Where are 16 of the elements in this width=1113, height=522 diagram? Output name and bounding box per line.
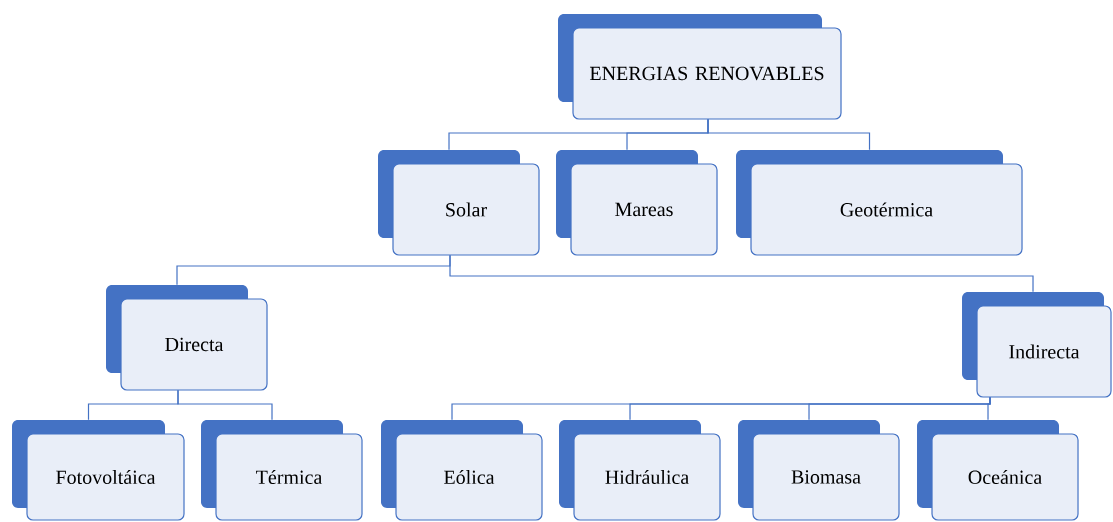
connector — [987, 396, 991, 421]
process-box: Eólica — [381, 420, 543, 521]
process-box: Biomasa — [738, 420, 900, 521]
connector — [177, 389, 273, 421]
process-box: Hidráulica — [559, 420, 721, 521]
process-box: Mareas — [556, 150, 718, 256]
process-box: Fotovoltáica — [12, 420, 185, 521]
connector — [707, 118, 871, 151]
process-box: Solar — [378, 150, 540, 256]
process-box: Directa — [106, 285, 268, 391]
process-box: ENERGIAS RENOVABLES — [558, 14, 842, 120]
process-box: Térmica — [201, 420, 363, 521]
process-box: Indirecta — [962, 292, 1112, 398]
process-box: Oceánica — [917, 420, 1079, 521]
process-box: Geotérmica — [736, 150, 1023, 256]
connector — [449, 254, 1034, 293]
